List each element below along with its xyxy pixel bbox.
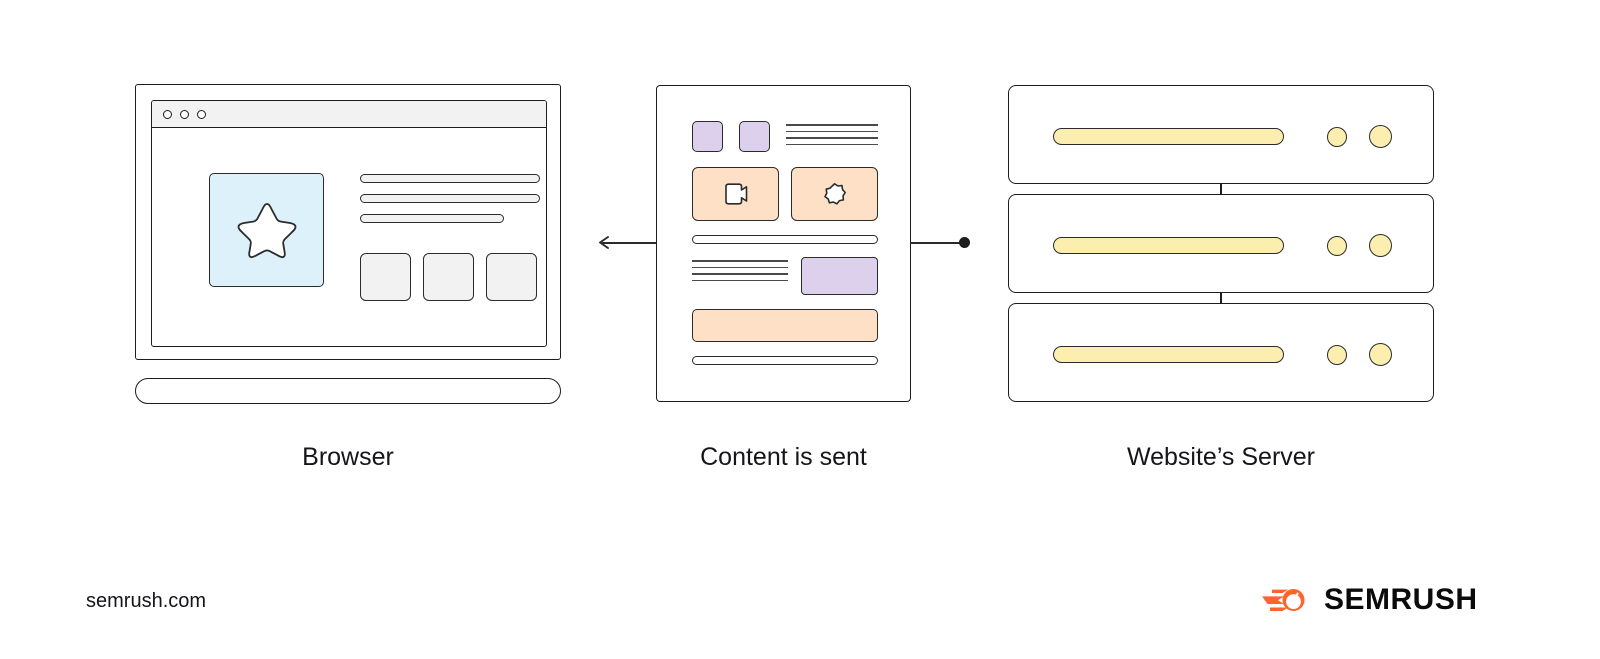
text-line — [692, 266, 788, 269]
video-camera-icon — [724, 183, 747, 205]
browser-hero-tile — [209, 173, 324, 287]
caption-browser: Browser — [302, 443, 394, 471]
document-header-row — [692, 121, 878, 152]
divider-pill — [692, 235, 878, 244]
source-attribution: semrush.com — [86, 590, 207, 612]
content-tile — [423, 253, 474, 301]
server-unit — [1008, 194, 1434, 293]
content-tile — [486, 253, 537, 301]
browser-window — [151, 100, 547, 347]
semrush-wordmark: SEMRUSH — [1324, 583, 1478, 616]
text-line — [692, 260, 788, 262]
document-body — [692, 121, 878, 365]
semrush-logo: SEMRUSH — [1262, 583, 1478, 617]
media-card — [692, 167, 779, 221]
browser-text-lines — [360, 174, 540, 234]
media-card — [791, 167, 878, 221]
browser-tile-row — [360, 253, 537, 301]
badge-scallop-icon — [824, 182, 846, 205]
server-unit — [1008, 303, 1434, 402]
media-card-row — [692, 167, 878, 221]
server-slot-bar — [1053, 128, 1284, 145]
thumbnail-square — [692, 121, 723, 152]
server-node — [1008, 85, 1434, 402]
server-led-icon — [1327, 236, 1347, 256]
caption-content-is-sent: Content is sent — [700, 443, 867, 471]
media-rect — [801, 257, 878, 295]
text-line — [786, 137, 878, 139]
window-dot-icon — [197, 109, 206, 119]
server-led-icon — [1327, 127, 1347, 147]
mid-text-lines — [692, 257, 788, 282]
laptop-base — [135, 378, 561, 404]
text-line — [786, 130, 878, 133]
content-document — [656, 85, 911, 402]
server-slot-bar — [1053, 346, 1284, 363]
server-led-icon — [1369, 125, 1392, 148]
window-dot-icon — [180, 109, 189, 119]
connector-server-to-content — [910, 242, 962, 244]
text-pill — [360, 194, 540, 203]
window-dot-icon — [163, 109, 172, 119]
server-led-icon — [1369, 234, 1392, 257]
star-icon — [237, 203, 296, 259]
caption-website-server: Website’s Server — [1126, 443, 1316, 471]
server-led-icon — [1369, 343, 1392, 366]
thumbnail-square — [739, 121, 770, 152]
content-node — [656, 85, 911, 402]
text-line — [786, 143, 878, 146]
rack-connector — [1220, 184, 1222, 194]
server-unit — [1008, 85, 1434, 184]
connector-dot-icon — [959, 237, 970, 248]
text-pill — [360, 214, 504, 223]
server-led-icon — [1327, 345, 1347, 365]
document-mid-row — [692, 257, 878, 295]
server-slot-bar — [1053, 237, 1284, 254]
divider-pill — [692, 356, 878, 365]
text-pill — [360, 174, 540, 183]
laptop-screen — [135, 84, 561, 360]
connector-content-to-browser — [602, 242, 657, 244]
text-line — [692, 273, 788, 275]
arrow-left-icon — [599, 236, 609, 249]
wide-banner — [692, 309, 878, 342]
browser-titlebar — [152, 101, 546, 128]
text-line — [786, 124, 878, 126]
content-tile — [360, 253, 411, 301]
browser-node — [135, 84, 561, 404]
rack-connector — [1220, 293, 1222, 303]
header-text-lines — [786, 121, 878, 146]
semrush-comet-logo — [1262, 589, 1305, 611]
text-line — [692, 279, 788, 282]
